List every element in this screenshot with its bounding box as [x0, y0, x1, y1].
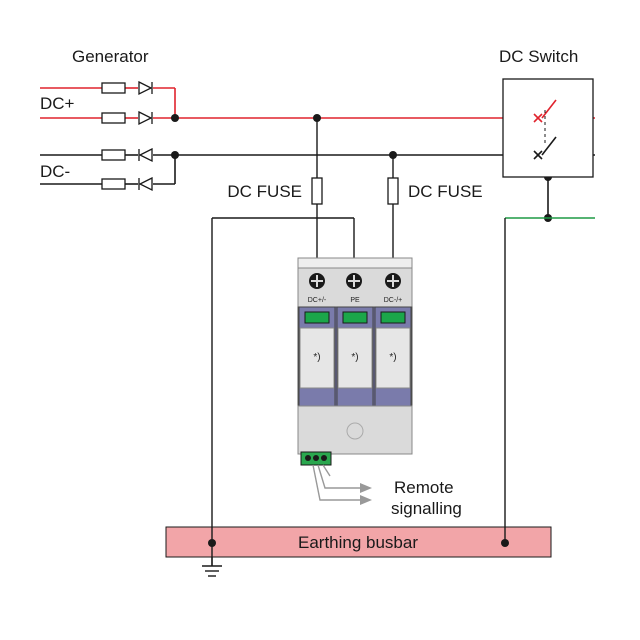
earth-wiring-right — [504, 177, 595, 543]
status-indicator-1 — [304, 311, 330, 324]
dc-plus-wiring — [40, 87, 595, 119]
remote-label-line2: signalling — [391, 499, 462, 518]
fuse-branch-wiring — [211, 118, 394, 566]
remote-signalling-arrows — [312, 464, 360, 501]
generator-fuses — [101, 82, 126, 190]
terminal-label-pe: PE — [350, 297, 360, 304]
dc-switch-box — [502, 78, 594, 178]
dc-switch-contacts — [533, 99, 557, 160]
terminal-label-right: DC-/+ — [384, 297, 402, 304]
generator-label: Generator — [72, 47, 149, 66]
dc-switch-label: DC Switch — [499, 47, 578, 66]
status-indicator-3 — [380, 311, 406, 324]
surge-protective-device: DC+/- PE DC-/+ *) *) *) — [297, 257, 413, 466]
generator-diodes — [138, 80, 153, 192]
remote-label-line1: Remote — [394, 478, 454, 497]
dc-plus-label: DC+ — [40, 94, 75, 113]
earthing-busbar — [165, 526, 552, 558]
terminal-label-left: DC+/- — [308, 297, 327, 304]
dc-fuse-right — [387, 177, 399, 205]
fuse-right-label: DC FUSE — [408, 182, 483, 201]
module-mark-2: *) — [351, 352, 358, 363]
busbar-label: Earthing busbar — [298, 533, 418, 552]
status-indicator-2 — [342, 311, 368, 324]
dc-fuse-left — [311, 177, 323, 205]
module-mark-1: *) — [313, 352, 320, 363]
terminal-screw-icon — [309, 273, 401, 289]
ground-icon — [202, 557, 222, 577]
fuse-left-label: DC FUSE — [227, 182, 302, 201]
dc-minus-wiring — [40, 154, 595, 185]
dc-minus-label: DC- — [40, 162, 70, 181]
module-mark-3: *) — [389, 352, 396, 363]
arrowhead-icon — [360, 483, 372, 505]
